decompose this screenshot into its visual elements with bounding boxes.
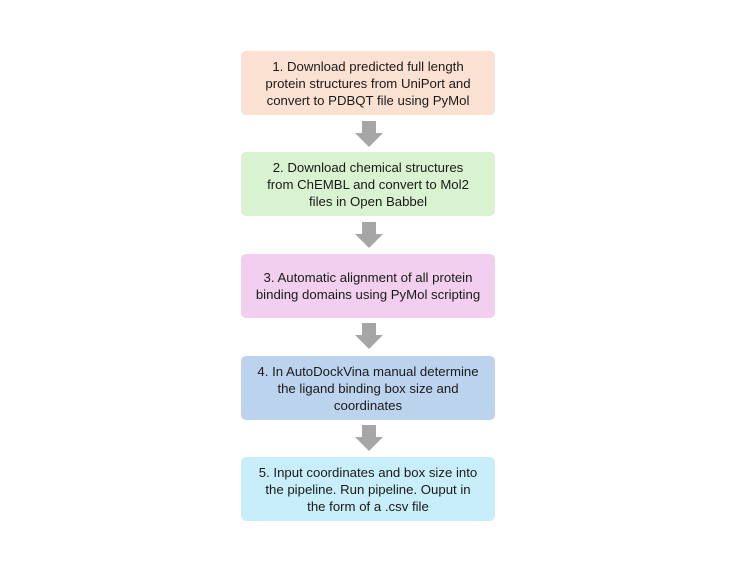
step-1-label: 1. Download predicted full length protei… bbox=[265, 58, 471, 108]
step-4-label: 4. In AutoDockVina manual determine the … bbox=[257, 363, 479, 413]
step-5-run-pipeline: 5. Input coordinates and box size into t… bbox=[241, 457, 495, 521]
step-2-label: 2. Download chemical structures from ChE… bbox=[267, 159, 469, 209]
down-arrow-icon bbox=[355, 121, 383, 147]
step-5-label: 5. Input coordinates and box size into t… bbox=[258, 464, 478, 514]
down-arrow-icon bbox=[355, 323, 383, 349]
step-2-download-chemical-structures: 2. Download chemical structures from ChE… bbox=[241, 152, 495, 216]
down-arrow-icon bbox=[355, 425, 383, 451]
step-3-automatic-alignment: 3. Automatic alignment of all protein bi… bbox=[241, 254, 495, 318]
step-1-download-protein-structures: 1. Download predicted full length protei… bbox=[241, 51, 495, 115]
step-4-determine-binding-box: 4. In AutoDockVina manual determine the … bbox=[241, 356, 495, 420]
step-3-label: 3. Automatic alignment of all protein bi… bbox=[255, 270, 481, 302]
down-arrow-icon bbox=[355, 222, 383, 248]
